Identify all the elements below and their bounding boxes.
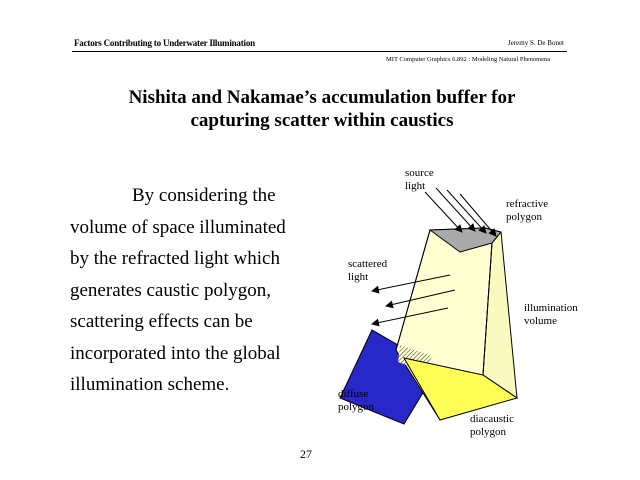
- header-author: Jeremy S. De Bonet: [508, 39, 564, 47]
- header-course: MIT Computer Graphics 6.892 : Modeling N…: [386, 56, 551, 63]
- body-line: volume of space illuminated: [70, 216, 286, 238]
- source-light-ray: [435, 187, 476, 232]
- body-line: by the refracted light which: [70, 248, 280, 269]
- label-diffuse-polygon: diffuse polygon: [338, 388, 375, 413]
- label-diacaustic-polygon: diacaustic polygon: [470, 413, 514, 438]
- label-refractive-polygon: refractive polygon: [506, 198, 549, 223]
- source-light-ray: [424, 191, 463, 233]
- scattered-light-ray: [371, 307, 449, 327]
- label-illumination-volume: illumination volume: [524, 302, 578, 327]
- volume-edge: [395, 229, 431, 351]
- body-line: By considering the: [70, 180, 330, 212]
- slide-title: Nishita and Nakamae’s accumulation buffe…: [80, 86, 564, 132]
- source-light-ray: [459, 193, 497, 237]
- volume-edge: [482, 242, 493, 376]
- slide-title-line-1: Nishita and Nakamae’s accumulation buffe…: [128, 87, 516, 108]
- source-light-ray: [446, 189, 487, 234]
- scattered-light-ray: [371, 274, 451, 294]
- body-line: incorporated into the global: [70, 342, 281, 364]
- refractive-polygon: [428, 227, 502, 253]
- body-line: generates caustic polygon,: [70, 279, 272, 301]
- slide-title-line-2: capturing scatter within caustics: [190, 110, 454, 131]
- body-paragraph: By considering the volume of space illum…: [70, 180, 330, 401]
- page-number: 27: [300, 447, 312, 461]
- header-divider: [72, 51, 567, 52]
- body-line: scattering effects can be: [70, 311, 253, 332]
- body-line: illumination scheme.: [70, 374, 230, 395]
- body-line-text: By considering the: [132, 185, 276, 206]
- label-scattered-light: scattered light: [348, 258, 388, 283]
- label-source-light: source light: [405, 167, 434, 192]
- diacaustic-polygon: [402, 357, 519, 421]
- header-title: Factors Contributing to Underwater Illum…: [74, 38, 255, 48]
- scattered-light-ray: [385, 289, 456, 309]
